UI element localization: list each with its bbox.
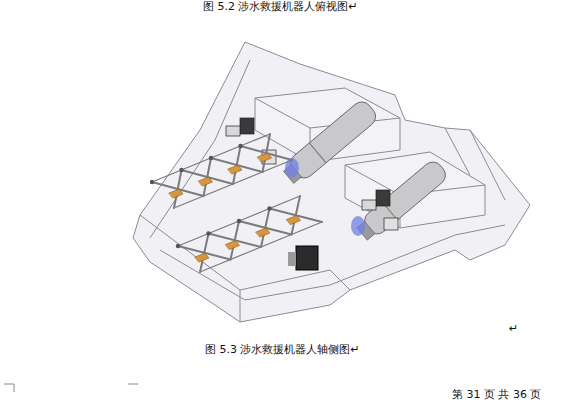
pivot	[267, 206, 271, 210]
slider-block	[258, 153, 272, 162]
slider-block	[256, 228, 270, 237]
pivot	[206, 231, 210, 235]
link-rod	[200, 234, 209, 273]
hull-chine	[140, 215, 350, 290]
link-rod	[292, 196, 301, 235]
servo-motor	[226, 118, 398, 230]
hull-edge	[445, 128, 505, 200]
slider-block	[228, 165, 242, 174]
page-footer: 第 31 页 共 36 页	[452, 388, 541, 401]
scissor-linkage	[150, 134, 322, 272]
link-rod	[231, 221, 240, 260]
deck-rim	[150, 60, 250, 238]
drive-motor	[280, 98, 449, 243]
link-rod	[174, 170, 182, 208]
page-corner-mark	[4, 384, 138, 392]
rail	[152, 134, 270, 182]
pivot	[237, 219, 241, 223]
link-rod	[233, 146, 241, 184]
figure-caption: 图 5.3 涉水救援机器人轴侧图↵	[205, 343, 360, 356]
link-rod	[263, 134, 271, 172]
slider-block	[169, 189, 183, 198]
link-rod	[204, 158, 212, 196]
slider-block	[199, 177, 213, 186]
stepper-motor	[288, 246, 318, 270]
slider-block	[287, 216, 301, 225]
slider-block	[226, 241, 240, 250]
hull-edge	[240, 290, 241, 322]
pivot	[179, 168, 183, 172]
pivot	[150, 180, 154, 184]
link-rod	[261, 209, 270, 248]
pivot	[176, 244, 180, 248]
pivot	[209, 156, 213, 160]
hull-outline	[133, 42, 530, 322]
figure-caption: 图 5.2 涉水救援机器人俯视图↵	[203, 0, 358, 13]
slider-block	[195, 253, 209, 262]
pivot	[238, 144, 242, 148]
paragraph-mark: ↵	[509, 322, 518, 335]
deck-rim	[160, 225, 505, 300]
